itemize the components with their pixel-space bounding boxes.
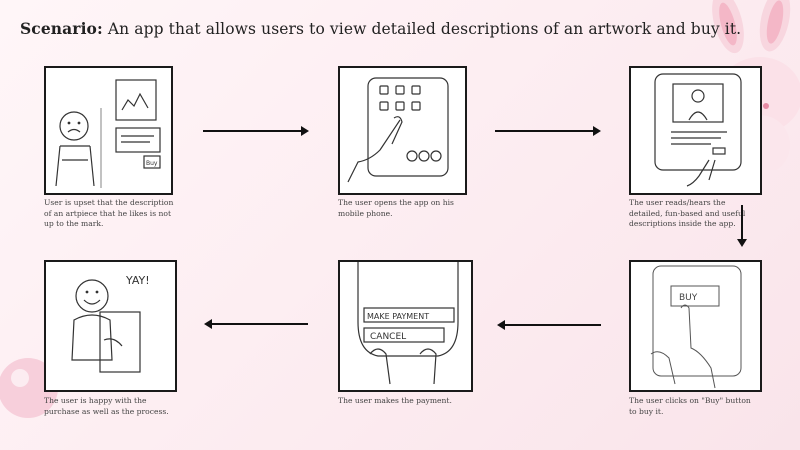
sketch-buy-tag: Buy	[146, 160, 158, 167]
storyboard-panel-1: Buy	[44, 66, 173, 195]
click-buy-sketch: BUY	[650, 265, 742, 389]
storyboard-panel-4: BUY	[629, 260, 762, 392]
open-app-sketch	[347, 77, 449, 183]
storyboard-panel-2	[338, 66, 467, 195]
storyboard-panel-5: MAKE PAYMENT CANCEL	[338, 260, 473, 392]
scenario-label: Scenario:	[20, 19, 103, 38]
flow-arrow-2-3	[495, 126, 601, 136]
payment-sketch: MAKE PAYMENT CANCEL	[357, 262, 459, 385]
happy-user-sketch: YAY!	[71, 274, 150, 373]
storyboard-panel-6: YAY!	[44, 260, 177, 392]
flow-arrow-5-6	[204, 319, 308, 329]
panel-5-caption: The user makes the payment.	[338, 396, 452, 405]
panel-4-caption: The user clicks on "Buy" button to buy i…	[629, 396, 751, 416]
scenario-heading: Scenario: An app that allows users to vi…	[20, 19, 741, 38]
panel-2-caption: The user opens the app on his mobile pho…	[338, 198, 454, 218]
panel-1-caption: User is upset that the description of an…	[44, 198, 174, 228]
sketch-cancel: CANCEL	[370, 332, 406, 342]
bubble-decoration	[0, 358, 58, 418]
scenario-text: An app that allows users to view detaile…	[102, 20, 742, 38]
panel-6-caption: The user is happy with the purchase as w…	[44, 396, 169, 416]
flow-arrow-4-5	[497, 320, 601, 330]
flow-arrow-1-2	[203, 126, 309, 136]
storyboard-panel-3	[629, 66, 762, 195]
sketch-buy-button: BUY	[679, 293, 698, 303]
upset-user-sketch: Buy	[55, 79, 161, 188]
sketch-yay: YAY!	[125, 274, 150, 287]
panel-3-caption: The user reads/hears the detailed, fun-b…	[629, 198, 746, 228]
read-description-sketch	[654, 73, 742, 187]
flow-arrow-3-4	[737, 205, 747, 247]
sketch-make-payment: MAKE PAYMENT	[367, 312, 429, 321]
